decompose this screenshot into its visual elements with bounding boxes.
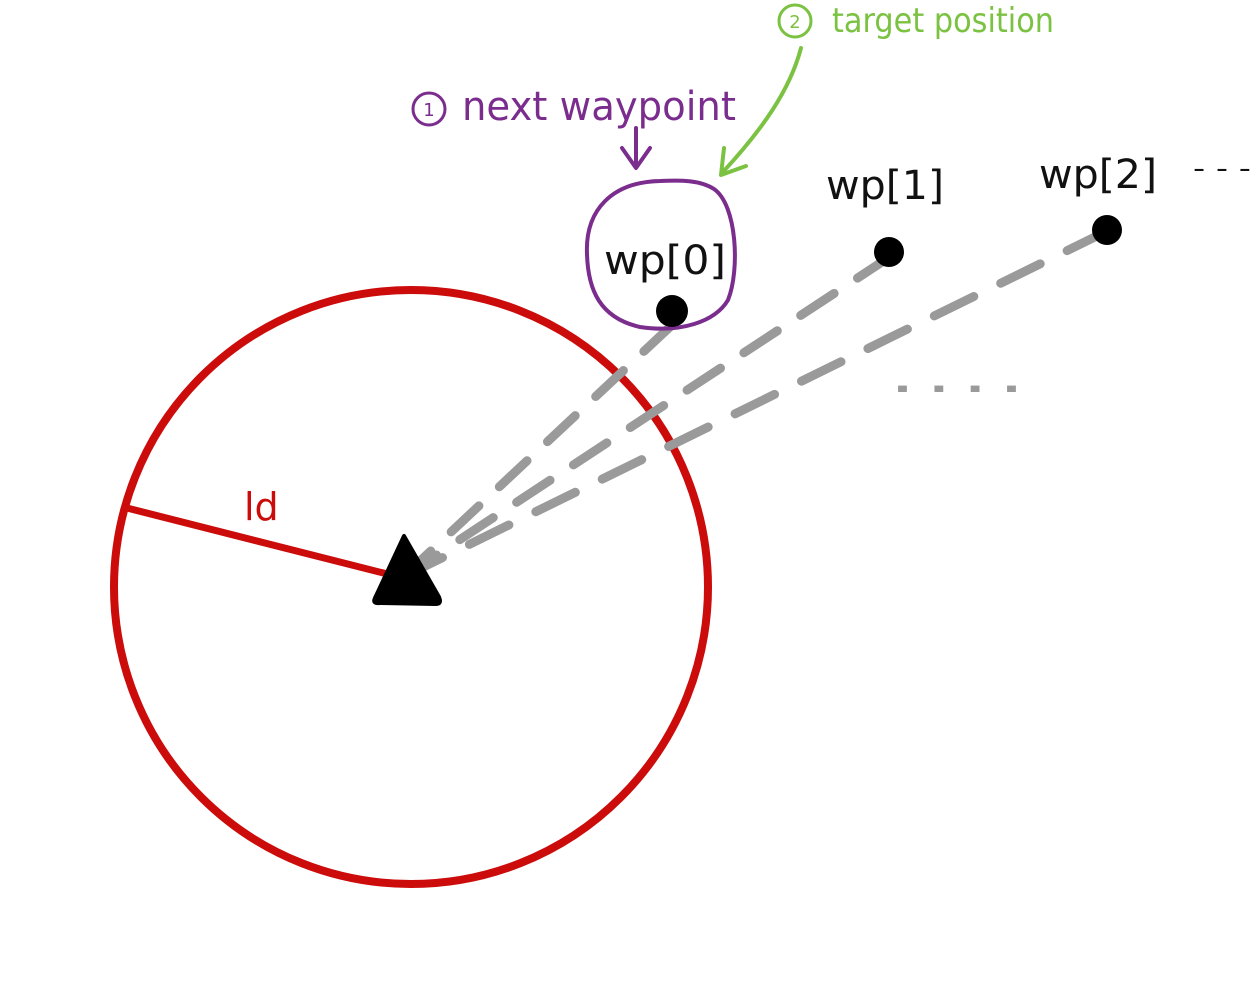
waypoint-ellipsis: - - - <box>1193 154 1251 184</box>
waypoint-dot-1 <box>874 237 904 267</box>
annotation-2-number: 2 <box>789 12 800 33</box>
waypoint-label-1: wp[1] <box>826 163 944 209</box>
annotation-2-circle <box>777 3 813 39</box>
waypoint-label-0: wp[0] <box>604 238 726 284</box>
waypoint-dot-0 <box>656 295 688 327</box>
path-line-wp2 <box>398 227 1110 582</box>
lookahead-circle <box>110 286 712 888</box>
annotation-2-text: target position <box>832 1 1054 41</box>
waypoint-label-2: wp[2] <box>1039 152 1157 198</box>
annotation-1-text: next waypoint <box>462 84 736 130</box>
annotation-1-number: 1 <box>423 100 434 121</box>
waypoint-dot-2 <box>1092 215 1122 245</box>
annotation-1-arrow <box>620 126 652 170</box>
path-line-wp1 <box>398 253 893 582</box>
lookahead-label: ld <box>244 485 279 529</box>
annotation-2-arrow <box>719 46 803 177</box>
annotation-1-circle <box>411 91 447 127</box>
lookahead-radius <box>123 504 407 582</box>
next-waypoint-highlight <box>584 178 737 331</box>
path-ellipsis: . . . . <box>893 361 1021 401</box>
vehicle-marker <box>372 534 442 606</box>
path-line-wp0 <box>398 320 677 582</box>
